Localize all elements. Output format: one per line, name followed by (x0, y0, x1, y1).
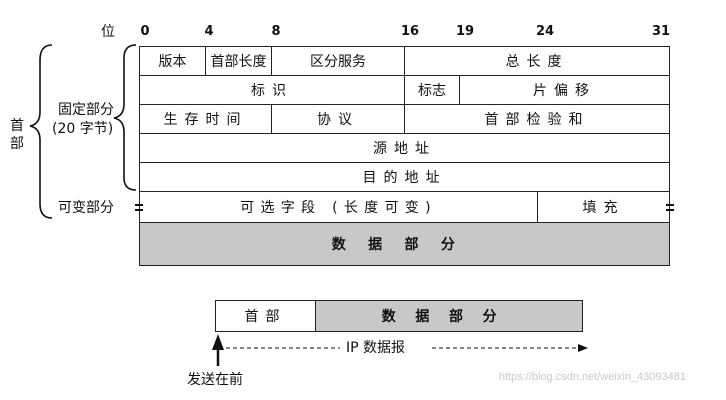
fixed-part-size-label: (20 字节) (52, 121, 114, 137)
variable-tick-left-2 (135, 209, 143, 211)
variable-tick-right-1 (666, 204, 674, 206)
field-ttl: 生存时间 (139, 104, 272, 134)
sent-first-label: 发送在前 (187, 372, 243, 388)
field-data: 数据部分 (139, 222, 670, 266)
field-version: 版本 (139, 46, 206, 76)
bit-tick-4: 4 (204, 24, 214, 39)
bit-tick-31: 31 (651, 24, 671, 39)
datagram-arrow-label: IP 数据报 (346, 340, 406, 356)
bit-tick-24: 24 (535, 24, 555, 39)
field-tos: 区分服务 (271, 46, 405, 76)
field-padding: 填充 (537, 191, 670, 223)
datagram-data: 数据部分 (315, 300, 583, 332)
bit-tick-19: 19 (455, 24, 475, 39)
datagram-header: 首部 (215, 300, 316, 332)
field-total-length: 总长度 (404, 46, 670, 76)
field-header-length: 首部长度 (205, 46, 272, 76)
field-checksum: 首部检验和 (404, 104, 670, 134)
field-destination-address: 目的地址 (139, 162, 670, 192)
bit-tick-0: 0 (140, 24, 150, 39)
header-label: 首部 (10, 118, 24, 152)
brace-lines (29, 44, 137, 219)
bit-tick-16: 16 (400, 24, 420, 39)
fixed-part-label: 固定部分 (58, 102, 114, 118)
watermark: https://blog.csdn.net/weixin_43093481 (498, 371, 686, 383)
variable-tick-right-2 (666, 209, 674, 211)
bit-label: 位 (101, 24, 115, 40)
field-fragment-offset: 片偏移 (459, 75, 670, 105)
bit-tick-8: 8 (271, 24, 281, 39)
variable-part-label: 可变部分 (58, 200, 114, 216)
variable-tick-left-1 (135, 204, 143, 206)
field-protocol: 协议 (271, 104, 405, 134)
